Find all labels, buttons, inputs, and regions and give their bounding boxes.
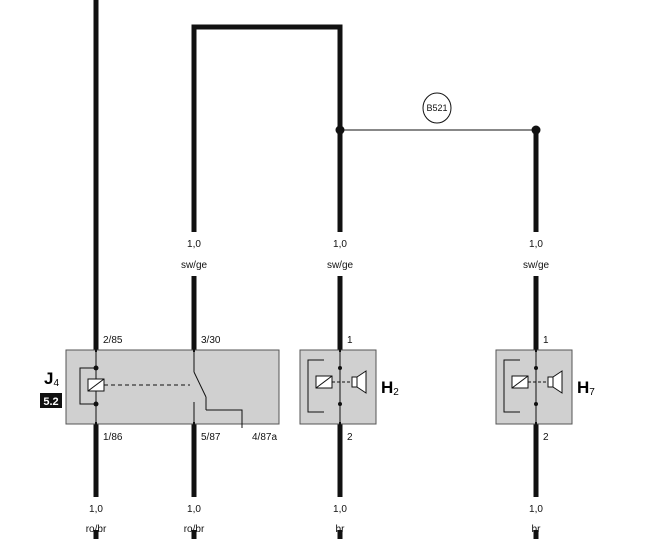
horn-h2: 1 2 H2 [299, 335, 399, 443]
speaker-icon [356, 370, 367, 394]
relay-badge [40, 393, 62, 408]
horn-name: H7 [577, 378, 595, 398]
horn-node-bottom [338, 402, 342, 406]
wire-color-label: sw/ge [181, 260, 208, 271]
horn-frame [307, 359, 324, 413]
wire-color-label: sw/ge [327, 260, 354, 271]
wire-color-label: ro/br [86, 524, 107, 535]
relay-name: J4 [44, 369, 59, 389]
splice-dot-h7 [531, 125, 541, 135]
wire-size-label: 1,0 [187, 504, 201, 515]
relay-badge-text: 5.2 [43, 396, 58, 408]
wire-color-label: br [336, 524, 346, 535]
horn-node-top [338, 366, 342, 370]
relay-pin-label: 3/30 [201, 335, 221, 346]
coil-bracket [79, 367, 96, 405]
wire-color-label: ro/br [184, 524, 205, 535]
wire-size-label: 1,0 [187, 239, 201, 250]
relay-pin-label: 2/85 [103, 335, 123, 346]
contact-87a-wire [206, 409, 243, 428]
horn-pin-label: 1 [347, 335, 353, 346]
wire-size-label: 1,0 [333, 239, 347, 250]
wire-group [93, 0, 539, 539]
horn-h7: 1 2 H7 [495, 335, 595, 443]
connector-label: B521 [426, 103, 447, 113]
wire-color-label: sw/ge [523, 260, 550, 271]
horn-pin-label: 2 [347, 432, 353, 443]
wire-labels-upper: 1,0 sw/ge 1,0 sw/ge 1,0 sw/ge [181, 239, 550, 271]
horn-pin-label: 1 [543, 335, 549, 346]
relay-pin-label: 1/86 [103, 432, 123, 443]
connector-circle [422, 92, 452, 124]
splice-dot-h2 [335, 125, 345, 135]
horn-name: H2 [381, 378, 399, 398]
horn-coil-diagonal [511, 375, 529, 389]
horn-node-bottom [534, 402, 538, 406]
horn-coil-diagonal [315, 375, 333, 389]
wire-size-label: 1,0 [333, 504, 347, 515]
wire-color-label: br [532, 524, 542, 535]
connector-marker: B521 [422, 92, 452, 124]
horn-node-top [534, 366, 538, 370]
horn-pin-label: 2 [543, 432, 549, 443]
wire-labels-lower: 1,0 ro/br 1,0 ro/br 1,0 br 1,0 br [86, 504, 544, 535]
horn-frame [503, 359, 520, 413]
wire-bridge-30-to-h2 [191, 24, 343, 232]
wire-size-label: 1,0 [89, 504, 103, 515]
contact-blade [193, 371, 207, 398]
wire-size-label: 1,0 [529, 504, 543, 515]
horn-speaker-body [351, 376, 358, 388]
coil-diagonal [87, 378, 105, 392]
relay-pin-label: 5/87 [201, 432, 221, 443]
horn-speaker-body [547, 376, 554, 388]
wire-size-label: 1,0 [529, 239, 543, 250]
relay-pin-label: 4/87a [252, 432, 277, 443]
relay-component: 2/85 3/30 1/86 5/87 4/87a J4 5.2 [40, 335, 280, 443]
speaker-icon [552, 370, 563, 394]
